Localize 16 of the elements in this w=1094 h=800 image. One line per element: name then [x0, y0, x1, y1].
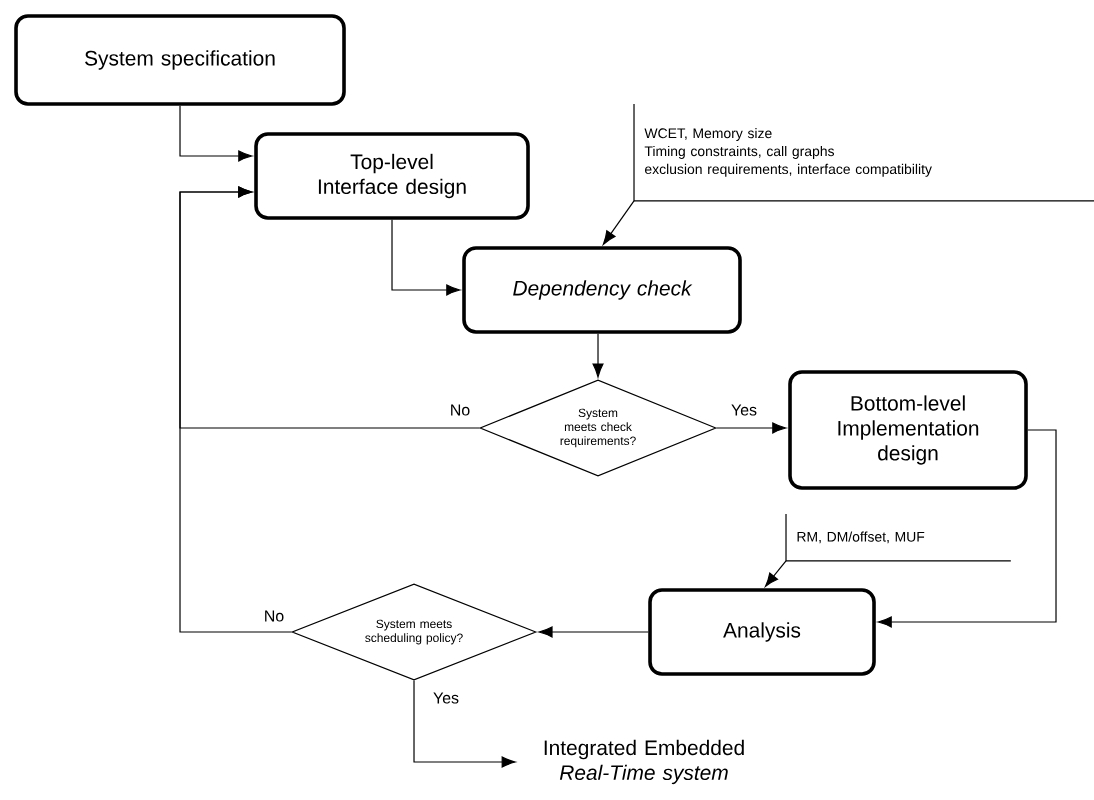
arrow [716, 422, 787, 434]
arrow [592, 333, 604, 378]
process-box: Dependency check [462, 246, 742, 334]
process-box: Bottom-level Implementation design [788, 370, 1028, 490]
arrow [413, 680, 516, 768]
arrow [179, 105, 253, 162]
arrow [538, 626, 649, 638]
process-box: Analysis [648, 588, 876, 676]
arrow [391, 219, 461, 296]
arrow [877, 429, 1057, 628]
arrow [764, 560, 787, 587]
process-box: Top-level Interface design [254, 132, 530, 220]
process-box: System specification [14, 14, 346, 106]
arrow [179, 186, 292, 633]
output-text: Integrated Embedded Real-Time system [544, 739, 744, 785]
arrow [602, 200, 635, 245]
